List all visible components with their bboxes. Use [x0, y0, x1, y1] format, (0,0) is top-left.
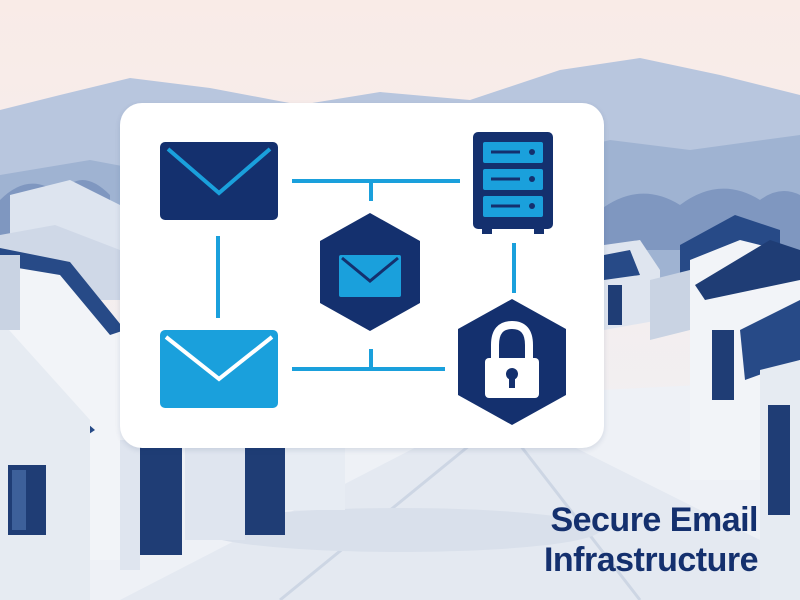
left-houses [0, 180, 345, 600]
right-houses [604, 215, 800, 600]
caption-line-2: Infrastructure [543, 541, 759, 579]
caption: Secure Email Infrastructure [458, 500, 759, 580]
padlock-hexagon-icon [458, 299, 566, 425]
diagram-card [120, 103, 604, 448]
envelope-icon [160, 330, 278, 408]
server-icon [473, 132, 553, 234]
envelope-icon [160, 142, 278, 220]
network-diagram [160, 132, 566, 425]
caption-line-1: Secure Email [550, 501, 758, 539]
envelope-hexagon-icon [320, 213, 420, 331]
